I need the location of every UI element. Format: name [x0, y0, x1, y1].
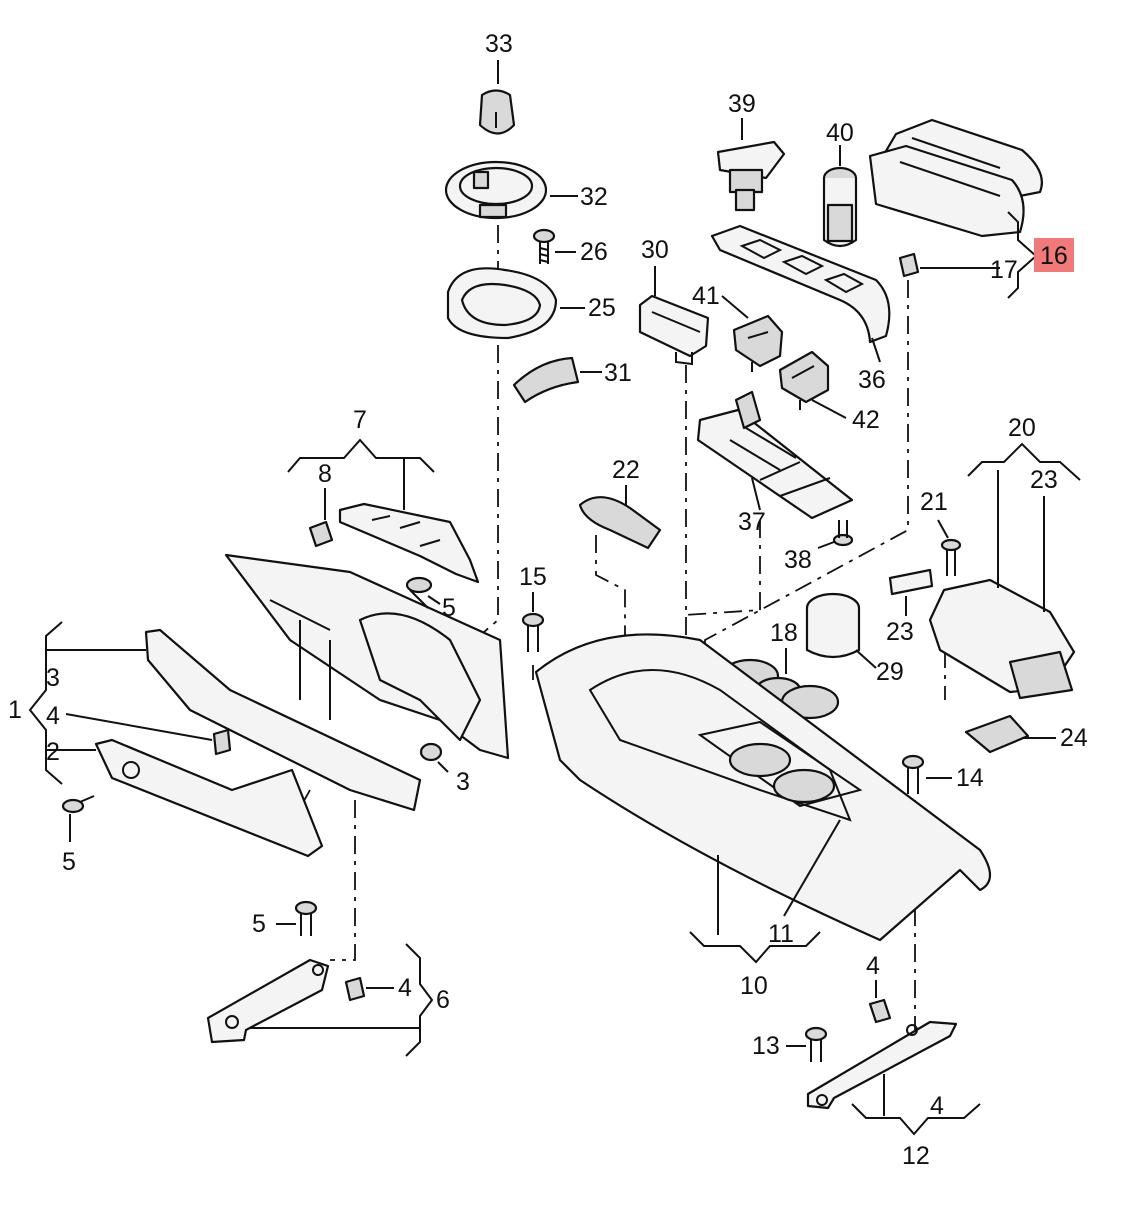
part-20-armrest: [928, 470, 1076, 700]
label-4-bottom-left: 4: [398, 974, 412, 1002]
part-12-bracket: [806, 1020, 958, 1116]
label-37: 37: [738, 508, 766, 536]
part-37-bracket: [696, 390, 854, 520]
part-7-trim: [338, 502, 480, 584]
label-26: 26: [580, 238, 608, 266]
bracket-12: [851, 1103, 981, 1136]
label-16: 16: [1040, 242, 1068, 270]
label-24: 24: [1060, 724, 1088, 752]
label-12: 12: [902, 1142, 930, 1170]
label-42: 42: [852, 406, 880, 434]
label-6: 6: [436, 986, 450, 1014]
part-21-screw: [937, 519, 962, 576]
part-22-trim: [578, 485, 662, 550]
callout-labels: 33 32 26 25 31 39 40 30 41 36 42 16 17 7…: [8, 30, 1088, 1170]
part-14-screw: [901, 754, 952, 794]
bracket-20: [967, 442, 1081, 481]
part-3-console-side: [144, 553, 510, 812]
label-8: 8: [318, 460, 332, 488]
label-7: 7: [353, 406, 367, 434]
label-22: 22: [612, 456, 640, 484]
label-23-top: 23: [1030, 466, 1058, 494]
part-42-switch: [778, 350, 847, 419]
part-10-center-console: [534, 633, 992, 942]
label-18: 18: [770, 619, 798, 647]
part-25-frame: [446, 267, 585, 340]
label-30: 30: [641, 236, 669, 264]
label-17: 17: [990, 256, 1018, 284]
part-4-clip-a: [65, 713, 232, 756]
part-30-button: [638, 266, 710, 366]
label-15: 15: [519, 563, 547, 591]
label-36: 36: [858, 366, 886, 394]
label-23-bottom: 23: [886, 618, 914, 646]
label-14: 14: [956, 764, 984, 792]
label-5-upper: 5: [442, 594, 456, 622]
part-15-screw: [521, 592, 545, 652]
label-2: 2: [46, 738, 60, 766]
label-1: 1: [8, 696, 22, 724]
bracket-10: [689, 931, 821, 964]
part-41-switch: [721, 295, 784, 372]
part-31-indicator: [512, 356, 602, 404]
part-38-screw: [817, 520, 854, 549]
bracket-1: [28, 621, 146, 785]
label-38: 38: [784, 546, 812, 574]
part-16-trim-cover: [868, 118, 1043, 238]
part-24-cap: [964, 714, 1056, 754]
label-11: 11: [768, 920, 794, 948]
part-23-insert: [888, 568, 934, 616]
label-21: 21: [920, 488, 948, 516]
label-3-left: 3: [46, 664, 60, 692]
highlight-16-badge: [1034, 238, 1074, 272]
part-3-nut: [419, 742, 449, 773]
part-5-screw-b: [61, 795, 95, 842]
label-32: 32: [580, 183, 608, 211]
label-40: 40: [826, 119, 854, 147]
label-41: 41: [692, 282, 720, 310]
part-4-clip-b: [344, 976, 394, 1002]
label-31: 31: [604, 359, 632, 387]
part-36-switch-panel: [710, 224, 891, 363]
label-29: 29: [876, 658, 904, 686]
part-4-clip-c: [868, 980, 892, 1024]
label-5-bottom: 5: [252, 910, 266, 938]
part-8-clip: [308, 488, 334, 548]
label-39: 39: [728, 90, 756, 118]
label-3-right: 3: [456, 768, 470, 796]
part-26-screw: [532, 228, 576, 264]
label-25: 25: [588, 294, 616, 322]
part-17-clip: [898, 252, 1000, 278]
label-20: 20: [1008, 414, 1036, 442]
label-4-left: 4: [46, 702, 60, 730]
part-5-screw-a: [405, 576, 441, 609]
label-4-bottom-right: 4: [930, 1092, 944, 1120]
label-4-bottom-right-top: 4: [866, 952, 880, 980]
label-33: 33: [485, 30, 513, 58]
label-5-lower-left: 5: [62, 848, 76, 876]
part-13-screw: [786, 1026, 828, 1062]
part-29-cupholder-insert: [805, 592, 877, 669]
part-32-boot-ring: [444, 160, 578, 220]
part-39-switch: [716, 118, 786, 212]
label-10: 10: [740, 972, 768, 1000]
label-13: 13: [752, 1032, 780, 1060]
part-6-bracket: [206, 958, 330, 1044]
part-40-socket: [822, 145, 858, 248]
part-33-shift-knob: [478, 60, 516, 135]
bracket-6: [250, 943, 434, 1057]
part-2-side-panel: [94, 738, 324, 858]
bracket-7: [287, 438, 435, 510]
part-5-screw-c: [276, 900, 318, 936]
